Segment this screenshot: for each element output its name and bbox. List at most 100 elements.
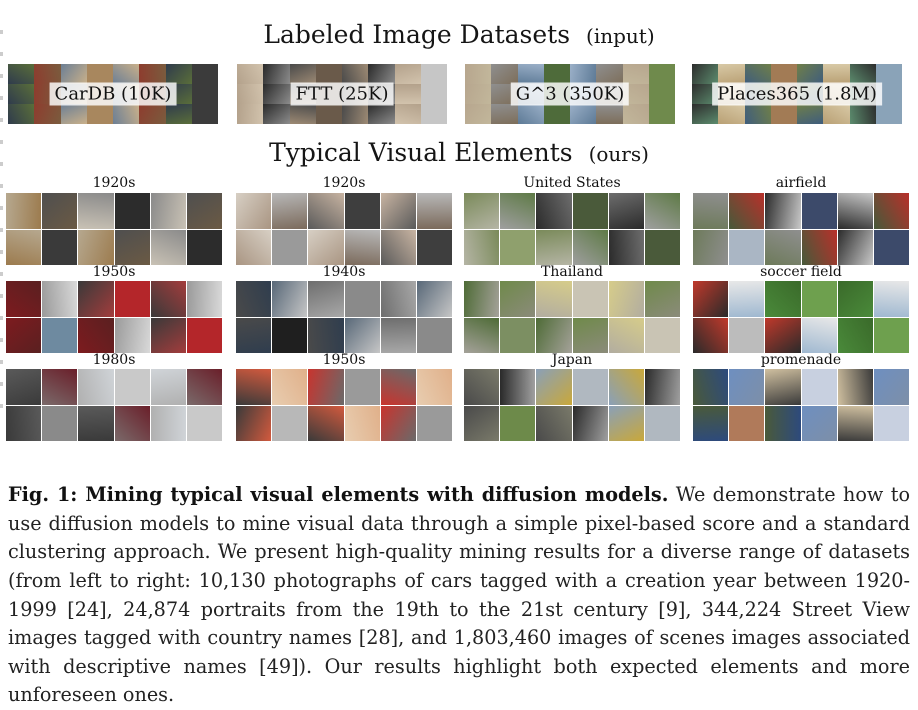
thumbnail-image: [6, 229, 42, 265]
thumbnail-image: [744, 64, 771, 84]
thumbnail-image: [78, 281, 114, 317]
thumbnail-image: [8, 64, 35, 84]
thumbnail-image: [380, 369, 416, 405]
thumbnail-image: [464, 317, 500, 353]
thumbnail-image: [873, 281, 909, 317]
thumbnail-image: [368, 104, 395, 124]
thumbnail-image: [394, 104, 421, 124]
dataset-mosaic-g3: G^3 (350K): [465, 64, 675, 124]
thumbnail-image: [42, 369, 78, 405]
thumbnail-image: [729, 405, 765, 441]
category-label: Thailand: [541, 264, 603, 280]
dataset-mosaic-cardb: CarDB (10K): [8, 64, 218, 124]
thumbnail-image: [114, 405, 150, 441]
thumbnail-image: [6, 281, 42, 317]
thumbnail-image: [420, 84, 447, 104]
thumbnail-image: [150, 281, 186, 317]
thumbnail-image: [765, 317, 801, 353]
thumbnail-image: [765, 405, 801, 441]
thumbnail-image: [693, 193, 729, 229]
thumbnail-image: [236, 369, 272, 405]
thumbnail-image: [692, 84, 719, 104]
thumbnail-image: [150, 317, 186, 353]
thumbnail-image: [344, 369, 380, 405]
thumbnail-image: [60, 64, 87, 84]
thumbnail-image: [394, 64, 421, 84]
thumbnail-image: [236, 405, 272, 441]
thumbnail-image: [608, 281, 644, 317]
thumbnail-image: [114, 281, 150, 317]
thumbnail-image: [78, 193, 114, 229]
thumbnail-image: [644, 405, 680, 441]
thumbnail-image: [849, 104, 876, 124]
thumbnail-image: [139, 104, 166, 124]
thumbnail-image: [416, 281, 452, 317]
thumbnail-image: [718, 64, 745, 84]
thumbnail-image: [622, 64, 649, 84]
thumbnail-image: [308, 369, 344, 405]
thumbnail-image: [8, 104, 35, 124]
thumbnail-image: [465, 84, 492, 104]
thumbnail-image: [416, 405, 452, 441]
dataset-mosaic-ftt: FTT (25K): [237, 64, 447, 124]
thumbnail-image: [114, 229, 150, 265]
figure-caption: Fig. 1: Mining typical visual elements w…: [8, 481, 910, 710]
thumbnail-image: [236, 229, 272, 265]
thumbnail-image: [308, 229, 344, 265]
thumbnail-image: [801, 369, 837, 405]
category-label: 1980s: [92, 352, 136, 368]
thumbnail-image: [873, 369, 909, 405]
thumbnail-image: [308, 317, 344, 353]
category-label: United States: [523, 175, 621, 191]
datasets-heading-title: Labeled Image Datasets: [263, 20, 571, 49]
thumbnail-image: [536, 405, 572, 441]
thumbnail-image: [517, 64, 544, 84]
thumbnail-image: [491, 64, 518, 84]
thumbnail-image: [543, 104, 570, 124]
thumbnail-image: [644, 229, 680, 265]
thumbnail-image: [263, 104, 290, 124]
thumbnail-image: [873, 229, 909, 265]
thumbnail-image: [236, 281, 272, 317]
thumbnail-image: [394, 84, 421, 104]
thumbnail-image: [797, 104, 824, 124]
thumbnail-image: [622, 104, 649, 124]
thumbnail-image: [236, 317, 272, 353]
thumbnail-image: [644, 193, 680, 229]
thumbnail-image: [644, 281, 680, 317]
thumbnail-image: [873, 317, 909, 353]
thumbnail-image: [837, 405, 873, 441]
thumbnail-image: [729, 317, 765, 353]
category-label: 1920s: [92, 175, 136, 191]
thumbnail-image: [165, 64, 192, 84]
thumbnail-image: [849, 64, 876, 84]
thumbnail-image: [729, 369, 765, 405]
thumbnail-image: [718, 104, 745, 124]
thumbnail-image: [380, 229, 416, 265]
thumbnail-image: [693, 281, 729, 317]
thumbnail-image: [572, 281, 608, 317]
thumbnail-image: [186, 405, 222, 441]
thumbnail-image: [464, 193, 500, 229]
dataset-mosaic-places365: Places365 (1.8M): [692, 64, 902, 124]
datasets-heading: Labeled Image Datasets (input): [0, 20, 918, 49]
thumbnail-image: [765, 229, 801, 265]
thumbnail-image: [237, 84, 264, 104]
thumbnail-image: [416, 193, 452, 229]
thumbnail-image: [644, 317, 680, 353]
thumbnail-image: [765, 369, 801, 405]
thumbnail-image: [765, 281, 801, 317]
category-label: Japan: [551, 352, 593, 368]
element-grid-japan: [464, 369, 680, 441]
thumbnail-image: [60, 104, 87, 124]
thumbnail-image: [801, 229, 837, 265]
thumbnail-image: [237, 64, 264, 84]
thumbnail-image: [150, 369, 186, 405]
thumbnail-image: [114, 317, 150, 353]
thumbnail-image: [517, 104, 544, 124]
element-grid-cars-1920s: [6, 193, 222, 265]
thumbnail-image: [315, 64, 342, 84]
thumbnail-image: [837, 193, 873, 229]
thumbnail-image: [536, 281, 572, 317]
thumbnail-image: [272, 317, 308, 353]
